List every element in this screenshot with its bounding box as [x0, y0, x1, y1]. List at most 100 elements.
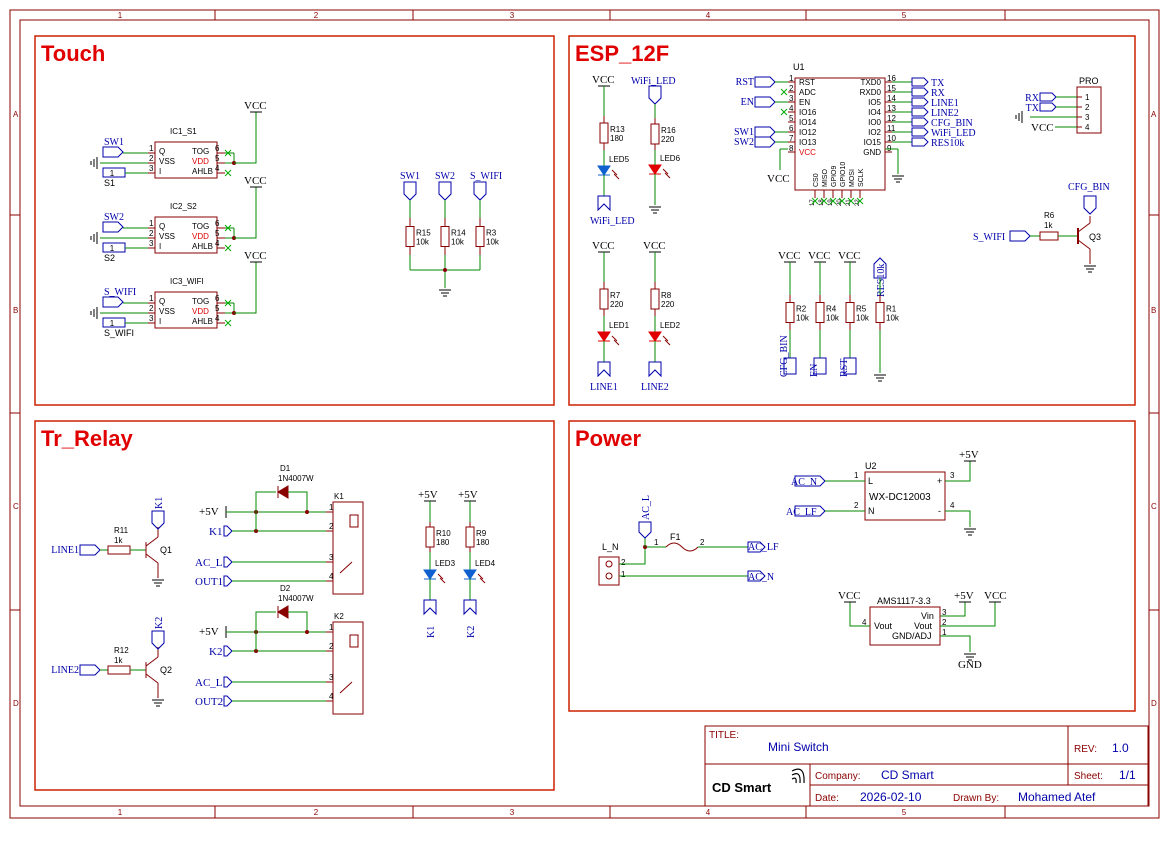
touch-pin-right: VDD: [192, 307, 209, 316]
esp-left-pin-name: IO16: [799, 108, 817, 117]
date-label: Date:: [815, 793, 839, 804]
touch-pin-num: 1: [149, 294, 154, 303]
esp-left-pin-name: IO12: [799, 128, 817, 137]
no-connect-mark: [224, 149, 232, 157]
no-connect-mark: [224, 224, 232, 232]
esp-bottom-pin-name: CS0: [813, 173, 820, 187]
frame-row-letter: C: [1151, 502, 1157, 511]
pro-pin-num: 1: [1085, 93, 1090, 102]
touch-pin-left: I: [159, 167, 161, 176]
esp-right-pin-name: IO15: [864, 138, 882, 147]
relay-panel-title: Tr_Relay: [41, 426, 133, 451]
esp-bottom-pin-name: GPIO10: [840, 162, 847, 187]
led-ref: LED6: [660, 154, 681, 163]
frame-col-num: 1: [118, 11, 123, 20]
acn-label: AC_N: [748, 572, 774, 583]
esp-bottom-pin-name: MISO: [822, 169, 829, 187]
touch-pad-label: S_WIFI: [104, 328, 134, 338]
pullup-net-label: RST: [839, 359, 850, 377]
relay-led-net: K1: [426, 626, 437, 638]
touch-pin-right: AHLB: [192, 317, 213, 326]
led-bottom-net: LINE2: [641, 382, 669, 393]
no-connect-mark: [847, 197, 855, 205]
diode-ref: D2: [280, 584, 291, 593]
pulldown-net-label: SW1: [400, 171, 420, 182]
ams-pin2: 2: [942, 618, 947, 627]
relay-coil-net: K2: [154, 617, 165, 629]
pulldown-resistor-val: 10k: [486, 238, 500, 247]
frame-col-num: 3: [510, 11, 515, 20]
pullup-resistor-val: 10k: [886, 314, 900, 323]
ground-symbol: [90, 156, 98, 170]
pullup-resistor-ref: R2: [796, 305, 807, 314]
touch-pin-left: Q: [159, 297, 165, 306]
esp-panel: [568, 35, 1136, 406]
ground-symbol: [873, 374, 887, 382]
led: LED1: [597, 321, 630, 346]
ground-symbol: [1083, 265, 1097, 273]
esp-bottom-pin-name: MOSI: [849, 169, 856, 187]
q3-in-label: S_WIFI: [973, 232, 1005, 243]
relay-led-resistor-ref: R9: [476, 529, 487, 538]
led-vcc: VCC: [592, 74, 615, 87]
esp-left-pin-name: VCC: [799, 148, 816, 157]
touch-pin-left: VSS: [159, 307, 175, 316]
ground-symbol: [891, 175, 905, 183]
touch-pin-num: 5: [215, 304, 220, 313]
touch-ic-name: IC1_S1: [170, 127, 197, 136]
q3-ref: Q3: [1089, 232, 1101, 242]
esp-bottom-pin-name: GPIO9: [831, 165, 838, 187]
led-resistor-val: 180: [610, 134, 624, 143]
relay-out-label: OUT2: [195, 696, 223, 708]
led-resistor-ref: R7: [610, 291, 621, 300]
touch-ic-name: IC2_S2: [170, 202, 197, 211]
relay-led-5v: +5V: [458, 489, 478, 501]
drawn-value: Mohamed Atef: [1018, 790, 1096, 804]
touch-pin-left: VSS: [159, 232, 175, 241]
pulldown-resistor-ref: R15: [416, 229, 431, 238]
touch-panel-title: Touch: [41, 41, 105, 66]
no-connect-mark: [224, 299, 232, 307]
esp-right-pin-name: IO2: [868, 128, 881, 137]
relay-coil-net: K1: [154, 497, 165, 509]
esp-right-pin-num: 15: [887, 84, 896, 93]
relay-ref: K2: [334, 612, 344, 621]
touch-pad-label: S2: [104, 253, 115, 263]
relay-stage-group: LINE1R111kQ1K1+5VD11N4007WK1AC_LOUT1K112…: [51, 464, 364, 715]
ground-symbol: [648, 206, 662, 214]
esp-left-pin-name: RST: [799, 78, 815, 87]
diode-val: 1N4007W: [278, 474, 314, 483]
ac-dc-converter-u2: U2 WX-DC12003 L N + - 1 2 3 4 AC_N AC_LF…: [786, 449, 979, 536]
led-ref: LED1: [609, 321, 630, 330]
frame-col-num: 2: [314, 11, 319, 20]
wifi-transistor-q3: S_WIFI R6 1k Q3 CFG_BIN: [973, 182, 1110, 273]
wifi-logo-icon: [791, 768, 805, 784]
touch-vcc: VCC: [244, 250, 267, 263]
power-input: L_N 2 1 AC_L 1 F1 2 AC_LF AC_N: [598, 495, 779, 586]
led-resistor-ref: R8: [661, 291, 672, 300]
esp-right-net-label: CFG_BIN: [931, 118, 973, 129]
esp-right-net-label: WiFi_LED: [931, 128, 976, 139]
led-resistor-val: 220: [661, 300, 675, 309]
esp-left-pin-num: 3: [789, 94, 794, 103]
frame-row-letter: D: [1151, 699, 1157, 708]
touch-input-port: SW1: [102, 137, 124, 158]
touch-pin-right: TOG: [192, 147, 209, 156]
esp-right-pin-name: IO5: [868, 98, 881, 107]
led-ref: LED5: [609, 155, 630, 164]
esp-right-pin-num: 12: [887, 114, 896, 123]
no-connect-mark: [811, 197, 819, 205]
no-connect-mark: [856, 197, 864, 205]
u2-name: WX-DC12003: [869, 492, 931, 503]
led: LED5: [597, 155, 630, 180]
pulldown-resistor-val: 10k: [451, 238, 465, 247]
